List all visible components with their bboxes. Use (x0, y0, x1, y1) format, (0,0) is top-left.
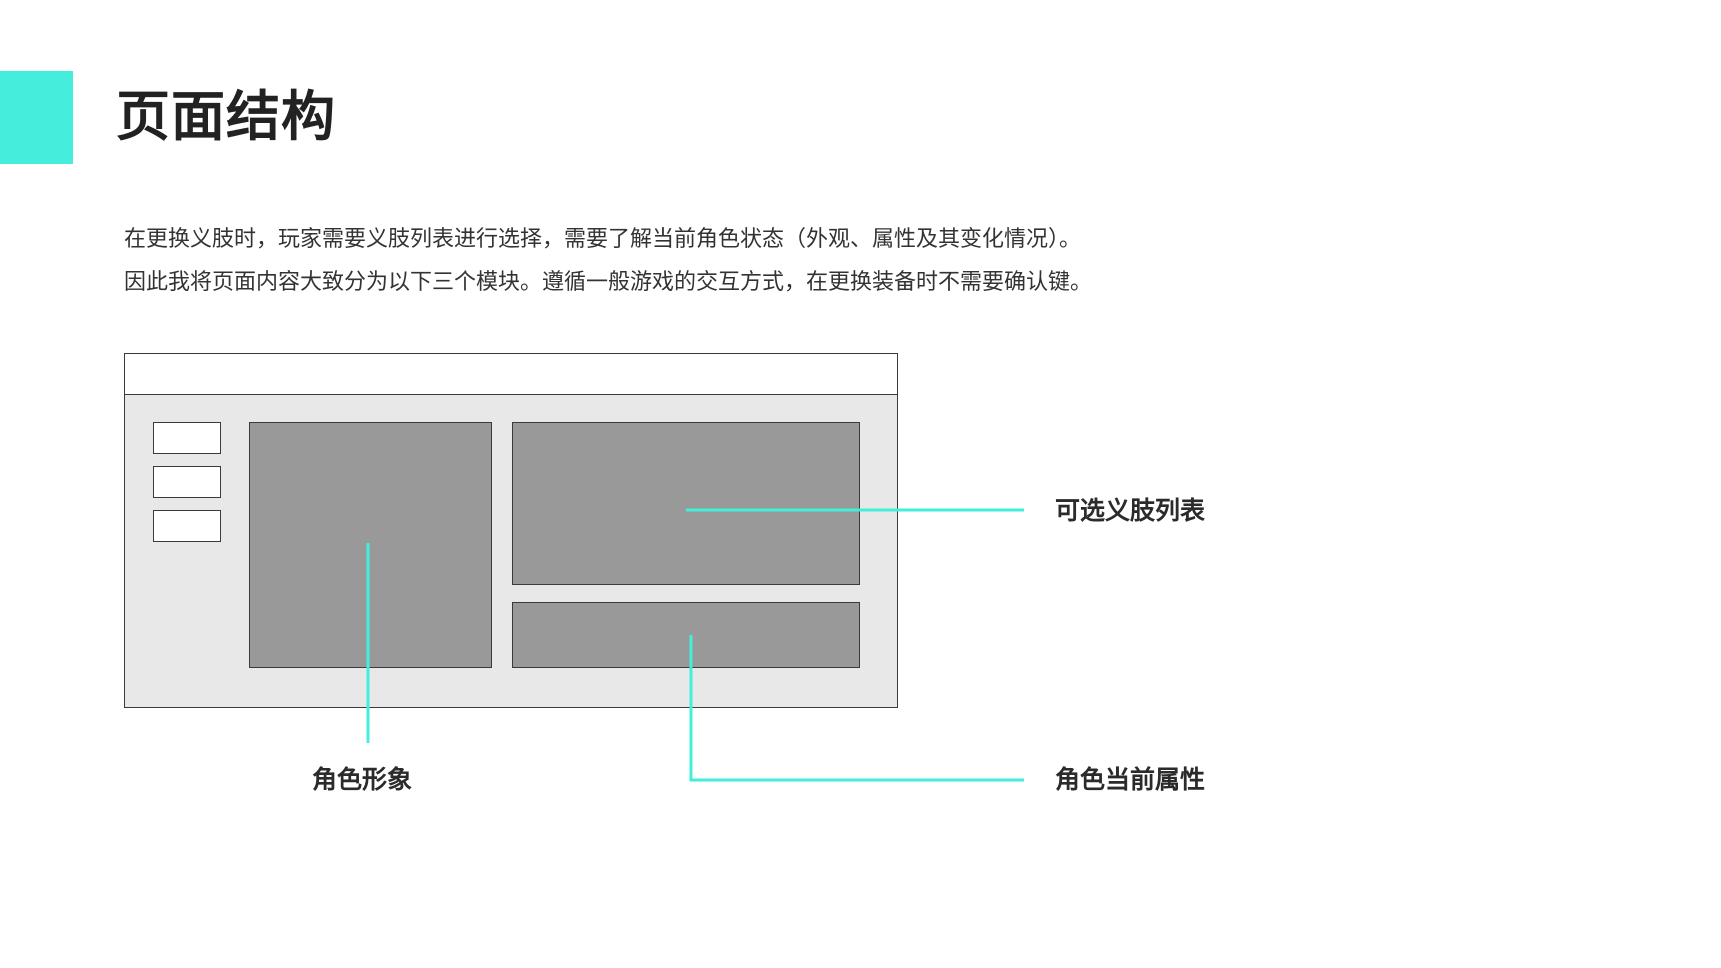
character-attributes-connector (689, 635, 1024, 782)
limb-list-panel (512, 422, 860, 585)
character-attributes-panel (512, 602, 860, 668)
title-accent-bar (0, 71, 73, 164)
intro-line-2: 因此我将页面内容大致分为以下三个模块。遵循一般游戏的交互方式，在更换装备时不需要… (124, 270, 1093, 295)
wireframe-header-bar (125, 354, 897, 395)
callout-character-image: 角色形象 (312, 765, 413, 794)
callout-limb-list: 可选义肢列表 (1055, 496, 1206, 525)
wireframe-tab-button-2 (153, 466, 221, 498)
intro-text: 在更换义肢时，玩家需要义肢列表进行选择，需要了解当前角色状态（外观、属性及其变化… (124, 218, 1092, 304)
character-image-panel (249, 422, 492, 668)
intro-line-1: 在更换义肢时，玩家需要义肢列表进行选择，需要了解当前角色状态（外观、属性及其变化… (124, 227, 1082, 252)
wireframe-tab-button-3 (153, 510, 221, 542)
page-title: 页面结构 (116, 85, 336, 148)
wireframe-window (124, 353, 898, 708)
wireframe-tab-button-1 (153, 422, 221, 454)
callout-character-attributes: 角色当前属性 (1055, 765, 1206, 794)
